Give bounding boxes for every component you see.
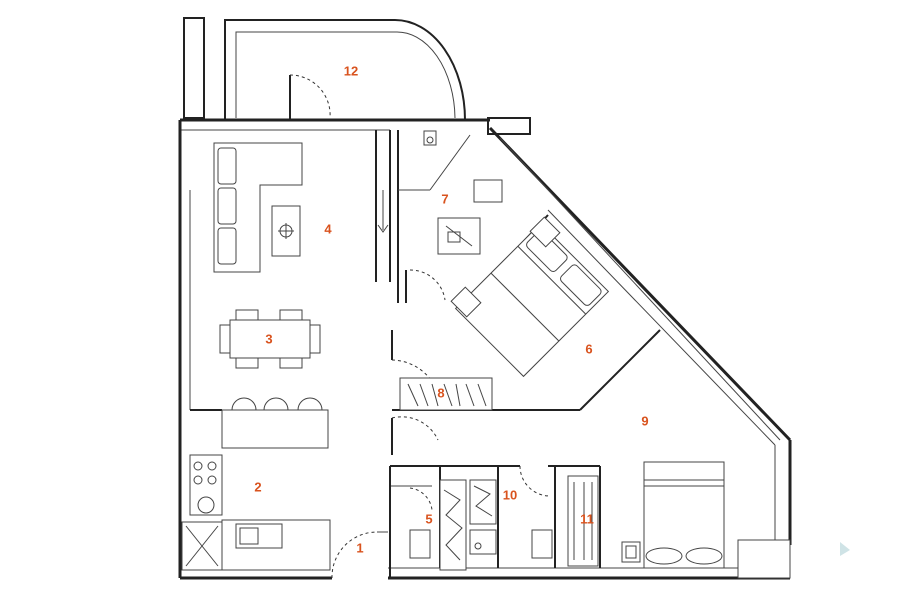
dining-chair [309,324,321,354]
basin-10 [469,529,497,555]
bedroom-6-furniture [450,216,610,378]
room-label-5: 5 [425,511,432,526]
scale-marker [840,542,850,556]
balcony-inner-outline [235,31,456,119]
nightstand [450,286,482,318]
pillow [645,547,683,565]
dining-chair [279,357,303,369]
sofa-cushion [217,227,237,265]
kitchen-door-swing [391,416,439,441]
room-label-9: 9 [641,413,648,428]
sofa-cushion [217,147,237,185]
room-label-4: 4 [324,221,332,236]
bar-stool [231,397,257,411]
balcony-railing [183,17,205,119]
kitchen-furniture [181,397,331,571]
double-bed [454,222,610,378]
room-label-6: 6 [585,341,592,356]
doors [331,269,551,579]
room-label-3: 3 [265,331,272,346]
dining-chair [235,309,259,321]
entrance-door-swing [331,531,378,579]
toilet [473,179,503,203]
kitchen-island [221,409,329,449]
bar-stool [297,397,323,411]
toilet-10 [531,529,553,559]
bedroom-door-swing [409,269,446,301]
pillow [526,230,568,272]
living-room-furniture [213,142,303,273]
dining-table [229,319,311,359]
cooktop [189,454,223,516]
bar-stool [263,397,289,411]
room-labels: 1 2 3 4 5 6 7 8 9 10 11 12 [254,63,648,555]
balcony-door-swing [289,74,331,119]
room-label-7: 7 [441,191,448,206]
room-label-10: 10 [503,487,517,502]
room-label-2: 2 [254,479,261,494]
wardrobe-8 [399,377,493,411]
dining-furniture [219,309,321,369]
oven [197,496,215,514]
nightstand [621,541,641,563]
dining-chair [219,324,231,354]
balcony-planter [487,117,531,135]
corridor-door-swing [391,359,441,401]
bathroom-7-fixtures [423,130,503,255]
room-label-12: 12 [344,63,358,78]
balcony [183,17,531,135]
sofa-cushion [217,187,237,225]
balcony-outline [224,19,466,121]
room-label-1: 1 [356,540,363,555]
room-label-11: 11 [580,511,594,526]
wc-door-swing [409,487,433,511]
nightstand [529,216,561,248]
closet-11 [567,475,599,567]
dining-chair [235,357,259,369]
bathroom-5-10-fixtures [409,479,553,571]
bath-door-swing [519,465,551,497]
pillow [560,264,602,306]
pillow [685,547,723,565]
toilet-5 [409,529,431,559]
shower-5 [439,479,467,571]
shower-10 [469,479,497,525]
bedroom-9-furniture [621,461,725,569]
room-label-8: 8 [437,385,444,400]
dining-chair [279,309,303,321]
